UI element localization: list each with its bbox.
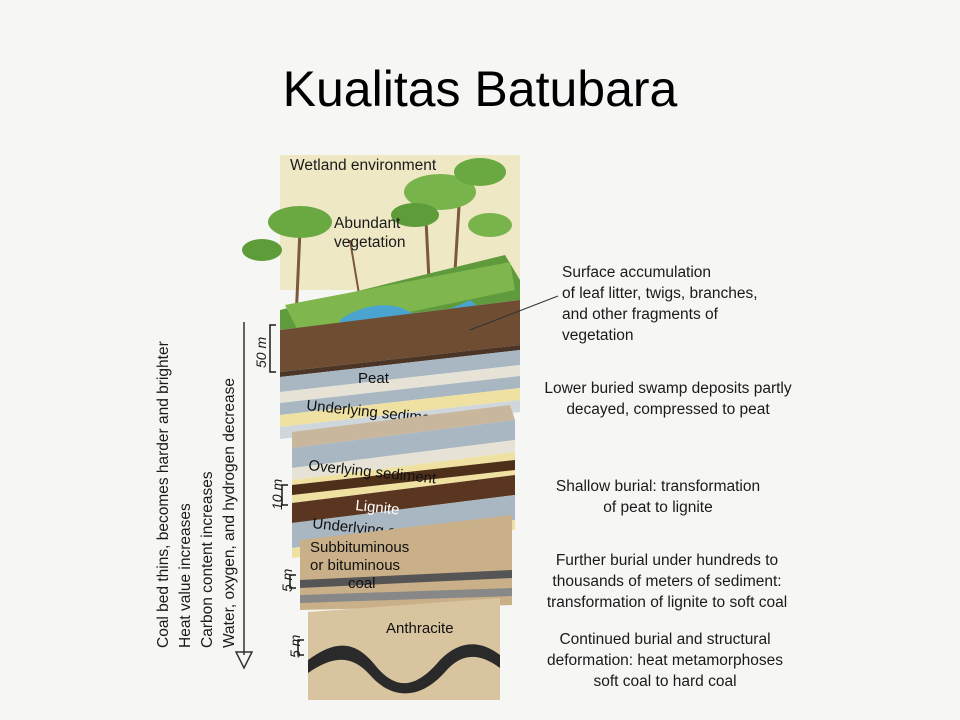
block-anthracite (308, 598, 500, 700)
annotation-1-line-4: vegetation (562, 327, 634, 344)
subbituminous-label-3: coal (348, 575, 376, 592)
scale-10m: 10 m (269, 479, 285, 510)
lignite-label: Lignite (355, 497, 401, 519)
scale-5m-b: 5 m (287, 634, 303, 658)
side-line-1: Coal bed thins, becomes harder and brigh… (155, 341, 172, 648)
annotation-3-line-1: Shallow burial: transformation (556, 478, 760, 495)
annotation-4: Further burial under hundreds to thousan… (547, 552, 787, 611)
annotation-3-line-2: of peat to lignite (603, 499, 712, 516)
vegetation-label-2: vegetation (334, 234, 406, 251)
slide-title: Kualitas Batubara (282, 61, 678, 117)
annotation-1-line-1: Surface accumulation (562, 264, 711, 281)
annotation-4-line-3: transformation of lignite to soft coal (547, 594, 787, 611)
annotation-2-line-1: Lower buried swamp deposits partly (544, 380, 792, 397)
scale-50m: 50 m (253, 337, 269, 368)
annotation-5-line-2: deformation: heat metamorphoses (547, 652, 783, 669)
leader-line (469, 295, 559, 331)
anthracite-label: Anthracite (386, 620, 454, 637)
block-surface (280, 255, 520, 439)
scale-5m-a: 5 m (279, 568, 295, 592)
side-line-3: Carbon content increases (199, 471, 216, 648)
annotation-5-line-3: soft coal to hard coal (593, 673, 736, 690)
subbituminous-label-1: Subbituminous (310, 539, 409, 556)
side-line-4: Water, oxygen, and hydrogen decrease (221, 378, 238, 648)
wetland-label: Wetland environment (290, 157, 437, 174)
scale-markers (269, 324, 304, 656)
peat-label: Peat (358, 370, 390, 387)
subbituminous-label-2: or bituminous (310, 557, 400, 574)
annotation-1: Surface accumulation of leaf litter, twi… (562, 264, 758, 344)
annotation-1-line-3: and other fragments of (562, 306, 719, 323)
annotation-5-line-1: Continued burial and structural (559, 631, 770, 648)
annotation-3: Shallow burial: transformation of peat t… (556, 478, 760, 516)
annotation-2-line-2: decayed, compressed to peat (566, 401, 770, 418)
annotation-1-line-2: of leaf litter, twigs, branches, (562, 285, 758, 302)
annotation-4-line-2: thousands of meters of sediment: (552, 573, 781, 590)
tree-canopy-group (242, 158, 512, 321)
block-subbituminous (300, 515, 512, 610)
annotation-4-line-1: Further burial under hundreds to (556, 552, 778, 569)
vegetation-label-1: Abundant (334, 215, 401, 232)
annotation-2: Lower buried swamp deposits partly decay… (544, 380, 792, 418)
side-line-2: Heat value increases (177, 503, 194, 648)
annotation-5: Continued burial and structural deformat… (547, 631, 783, 690)
side-arrow (234, 322, 254, 670)
